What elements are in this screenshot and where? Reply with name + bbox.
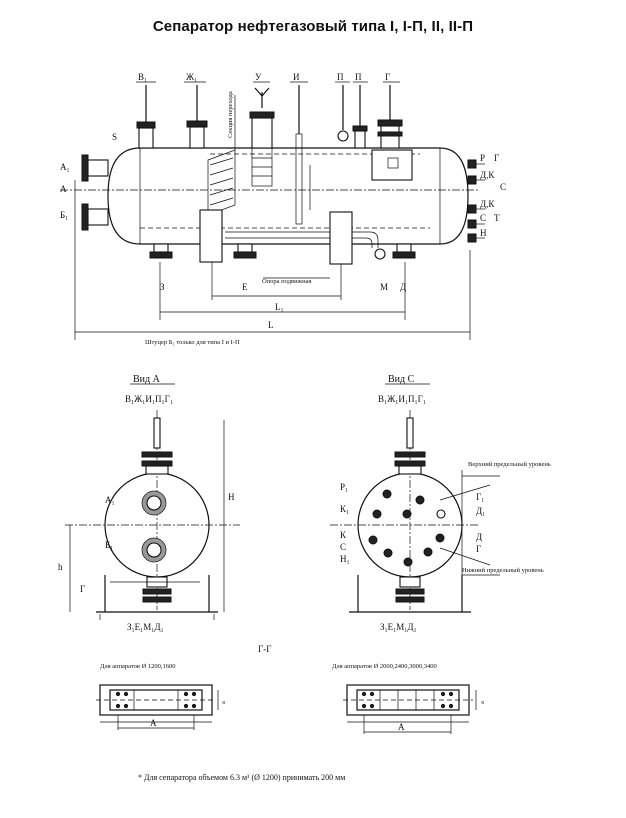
view-c-title: Вид С [388, 374, 415, 385]
label-right-0: Р [480, 153, 485, 163]
view-a-label-h: h [58, 562, 63, 572]
view-a-label-a: А₁ [105, 495, 115, 505]
view-c-left-0: Р₁ [340, 482, 348, 492]
view-a-label-b: Б₁ [105, 540, 113, 550]
view-c-left-2: К [340, 530, 347, 540]
label-right-2: Д,К [480, 170, 495, 180]
view-a-label-g: Г [80, 584, 85, 594]
label-top-1: Ж₁ [186, 72, 197, 82]
label-support: Опора подвижная [262, 278, 311, 285]
label-right-3: С [500, 182, 506, 192]
view-a-label-h1: H [228, 492, 235, 502]
label-top-2: У [255, 72, 262, 82]
view-c-left-1: К₁ [340, 504, 349, 514]
view-c-top-label: В₁Ж₁И₁П₁Г₁ [378, 394, 426, 404]
top-nozzles [136, 85, 403, 149]
view-a-bottom-label: З₁Е₁М₁Д₁ [127, 622, 164, 632]
view-c-right-3: Г [476, 544, 481, 554]
section-right-dim-b: а [479, 701, 486, 704]
label-l: L [268, 320, 274, 330]
view-a-top-label: В₁Ж₁И₁П₁Г₁ [125, 394, 173, 404]
label-top-5: П [355, 72, 362, 82]
view-c-left-3: С [340, 542, 346, 552]
footnote: * Для сепаратора объемом 6.3 м³ (Ø 1200)… [138, 773, 345, 782]
view-a-title: Вид А [133, 374, 161, 385]
label-left-1: А [60, 184, 67, 194]
view-c-right-1: Д₁ [476, 506, 485, 516]
left-nozzles [81, 154, 109, 231]
view-c-upper-level: Верхний предельный уровень [468, 461, 551, 468]
main-view: В₁ Ж₁ У И П П Г А₁ А Б₁ Р Г Д,К С Д,К С … [60, 72, 506, 346]
label-top-4: П [337, 72, 344, 82]
view-c-bottom-label: З₁Е₁М₁Д₁ [380, 622, 417, 632]
section-left-dim-b: а [220, 701, 227, 704]
section-right-caption: Для аппаратов Ø 2000,2400,3000,3400 [332, 663, 437, 670]
section-left-caption: Для аппаратов Ø 1200,1600 [100, 663, 176, 670]
label-bottom-3: Д [400, 282, 406, 292]
label-bottom-1: Е [242, 282, 248, 292]
label-l1: L₁ [275, 302, 284, 312]
section-title: Г-Г [258, 644, 271, 654]
vessel-body [107, 147, 469, 245]
label-right-1: Г [494, 153, 499, 163]
label-right-7: Н [480, 228, 487, 238]
label-right-5: С [480, 213, 486, 223]
label-top-6: Г [385, 72, 390, 82]
label-right-4: Д,К [480, 199, 495, 209]
page-title: Сепаратор нефтегазовый типа I, I-П, II, … [152, 18, 474, 35]
main-note: Штуцер Б₁ только для типа I и I-П [145, 339, 240, 346]
view-c-lower-level: Нижний предельный уровень [462, 567, 544, 574]
label-left-2: Б₁ [60, 210, 68, 220]
view-c-right-2: Д [476, 532, 482, 542]
view-a: Вид А В₁Ж₁И₁П₁Г₁ А₁ Б₁ Г h H З [58, 374, 240, 632]
label-right-6: Т [494, 213, 500, 223]
view-c: Вид С В₁Ж₁И₁П₁Г₁ Р₁ К₁ [330, 374, 551, 632]
section-right-dim-a: А [398, 722, 405, 732]
section-gg: Г-Г Для аппаратов Ø 1200,1600 Для аппара… [96, 644, 486, 734]
label-section: Секция перехода [227, 91, 234, 138]
label-top-0: В₁ [138, 72, 147, 82]
label-bottom-0: З [160, 282, 165, 292]
view-c-left-4: Н₁ [340, 554, 350, 564]
label-s: S [112, 132, 117, 142]
label-bottom-2: М [380, 282, 388, 292]
bottom-nozzles [149, 209, 416, 265]
right-nozzles [467, 159, 485, 243]
section-left-dim-a: А [150, 718, 157, 728]
view-c-right-0: Г₁ [476, 492, 484, 502]
label-top-3: И [293, 72, 300, 82]
label-left-0: А₁ [60, 162, 70, 172]
